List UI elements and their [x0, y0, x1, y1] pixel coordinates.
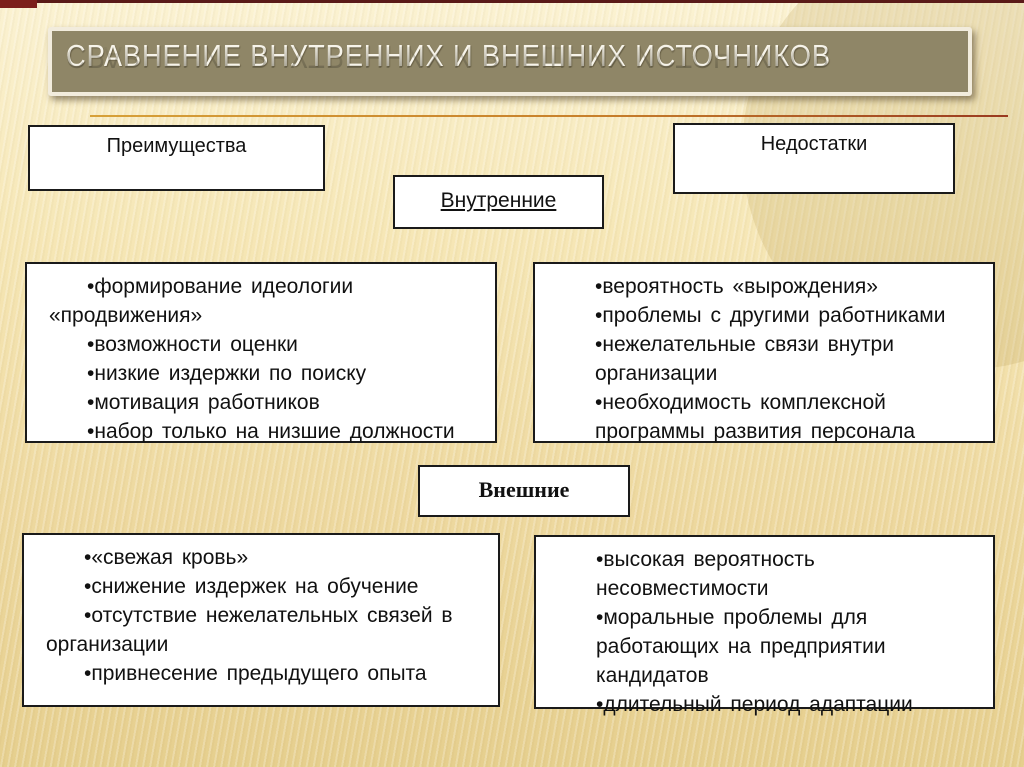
bullet-item: •формирование идеологии «продвижения» [49, 275, 354, 327]
internal-disadvantages-box: •вероятность «вырождения» •проблемы с дру… [533, 262, 995, 443]
bullet-item: •возможности оценки [87, 333, 298, 356]
internal-label-box: Внутренние [393, 175, 604, 229]
bullet-item: •моральные проблемы для работающих на пр… [596, 606, 886, 687]
bullet-item: •вероятность «вырождения» [595, 275, 878, 298]
advantages-header-box: Преимущества [28, 125, 325, 191]
title-plaque: СРАВНЕНИЕ ВНУТРЕННИХ И ВНЕШНИХ ИСТОЧНИКО… [48, 27, 972, 96]
bullet-item: •нежелательные связи внутри организации [595, 333, 894, 385]
internal-label: Внутренние [440, 189, 557, 212]
bullet-item: •снижение издержек на обучение [84, 575, 419, 598]
bullet-item: •необходимость комплексной программы раз… [595, 391, 916, 443]
bullet-item: •проблемы с другими работниками [595, 304, 946, 327]
bullet-item: •«свежая кровь» [84, 546, 249, 569]
bullet-item: •мотивация работников [87, 391, 320, 414]
bullet-item: •низкие издержки по поиску [87, 362, 367, 385]
bullet-item: •высокая вероятность несовместимости [596, 548, 815, 600]
external-advantages-box: •«свежая кровь» •снижение издержек на обу… [22, 533, 500, 707]
external-disadvantages-box: •высокая вероятность несовместимости •мор… [534, 535, 995, 716]
top-accent-bar [0, 0, 1024, 3]
bullet-item: •длительный период адаптации [596, 693, 913, 716]
disadvantages-header-box: Недостатки [673, 123, 955, 194]
bullet-item: •привнесение предыдущего опыта [84, 662, 427, 685]
advantages-header-label: Преимущества [106, 135, 247, 157]
external-label-box: Внешние [418, 465, 630, 517]
top-left-accent [0, 0, 37, 8]
internal-advantages-box: •формирование идеологии «продвижения» •во… [25, 262, 497, 443]
bullet-item: •отсутствие нежелательных связей в орган… [46, 604, 453, 656]
title-underline [90, 115, 1008, 117]
page-title: СРАВНЕНИЕ ВНУТРЕННИХ И ВНЕШНИХ ИСТОЧНИКО… [66, 38, 831, 73]
bullet-item: •набор только на низшие должности [87, 420, 455, 443]
disadvantages-header-label: Недостатки [760, 133, 868, 155]
external-label: Внешние [478, 477, 570, 502]
title-reflection: СРАВНЕНИЕ ВНУТРЕННИХ И ВНЕШНИХ ИСТОЧНИКО… [66, 40, 831, 75]
